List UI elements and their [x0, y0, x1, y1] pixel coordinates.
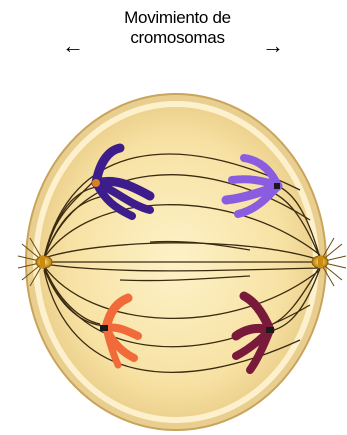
anaphase-cell: [0, 0, 347, 435]
